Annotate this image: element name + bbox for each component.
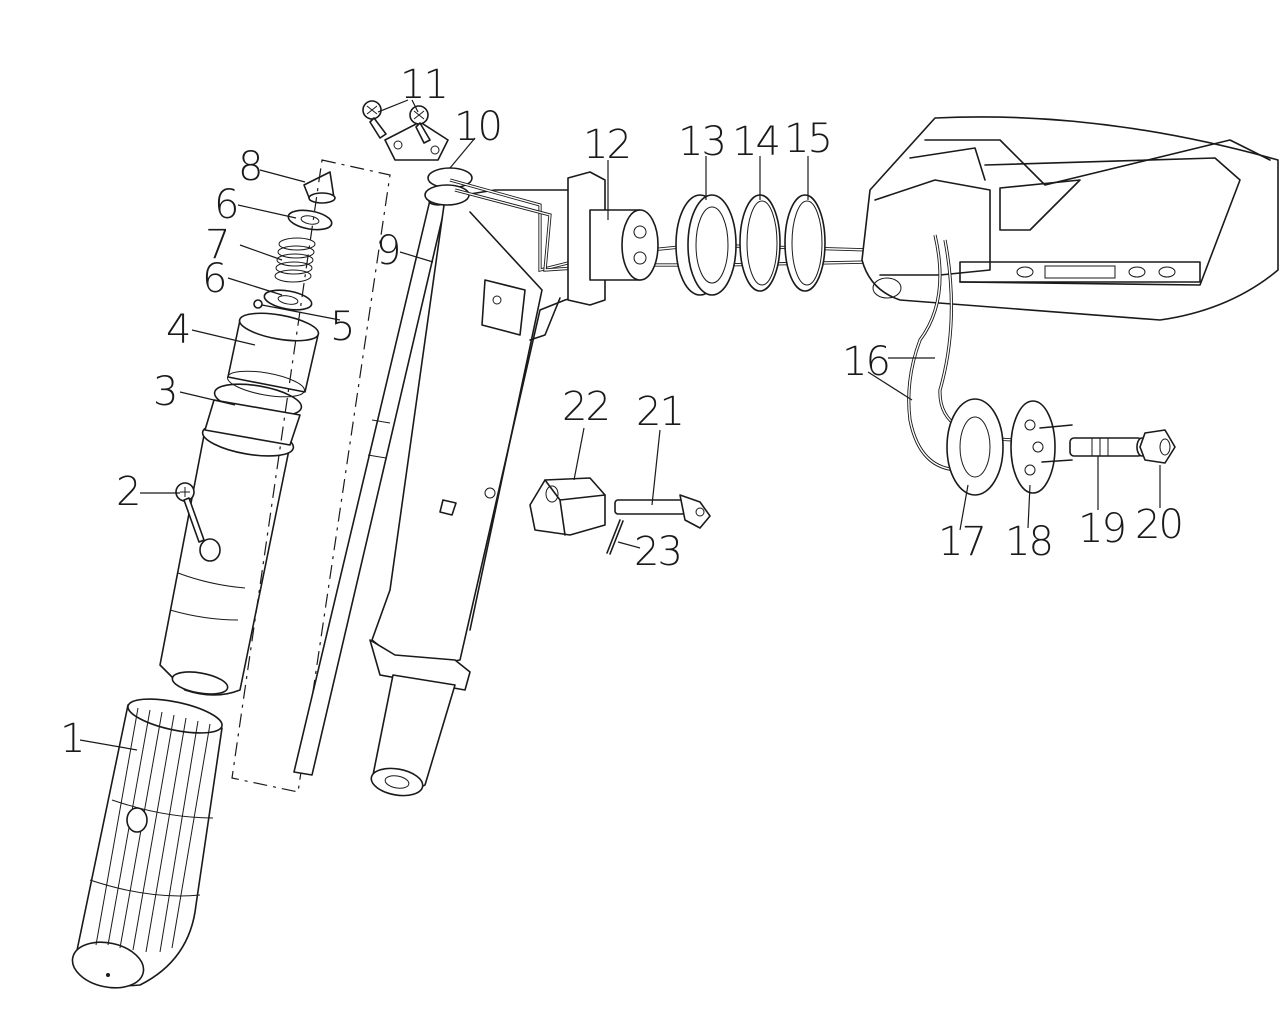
part-body-frame: [369, 189, 601, 797]
part-20-nut: [1139, 429, 1176, 464]
callout-20: 20: [1135, 502, 1182, 548]
callout-1: 1: [60, 716, 83, 762]
part-handle: [861, 116, 1279, 321]
part-15-seal: [784, 194, 826, 292]
callout-9: 9: [376, 228, 399, 274]
callout-22: 22: [562, 384, 609, 430]
callout-11: 11: [400, 62, 447, 108]
part-22-block: [529, 477, 606, 536]
part-17-grommet: [946, 398, 1004, 496]
part-7-spring: [274, 237, 316, 283]
leader-lines: [79, 99, 1161, 751]
callout-8: 8: [238, 144, 261, 190]
callout-19: 19: [1078, 506, 1125, 552]
part-1-grip-sleeve: [71, 698, 223, 989]
callout-12: 12: [583, 122, 630, 168]
part-3-tube-housing: [159, 383, 303, 696]
callout-23: 23: [634, 529, 681, 575]
part-19-pin: [1069, 437, 1148, 457]
callout-6-lower: 6: [202, 256, 225, 302]
callout-10: 10: [454, 104, 501, 150]
callout-17: 17: [938, 519, 985, 565]
part-10-bracket: [384, 121, 473, 206]
callout-13: 13: [678, 119, 725, 165]
callout-18: 18: [1005, 519, 1052, 565]
part-8-pin: [303, 171, 336, 204]
callout-labels: 1 2 3 4 5 6 6 7 8 9 10 11 12 13 14 15 16…: [60, 62, 1184, 762]
callout-14: 14: [732, 119, 779, 165]
part-11-screws: [362, 100, 431, 144]
callout-6-upper: 6: [214, 182, 237, 228]
part-23-cotter-pin: [606, 519, 624, 555]
callout-2: 2: [116, 469, 139, 515]
callout-3: 3: [153, 369, 176, 415]
callout-5: 5: [330, 304, 353, 350]
callout-4: 4: [166, 307, 189, 353]
callout-15: 15: [784, 116, 831, 162]
part-18-plate: [1010, 400, 1073, 494]
part-21-pin: [614, 494, 711, 529]
part-12-bushing: [567, 171, 659, 306]
callout-16: 16: [842, 339, 889, 385]
part-6-washer-lower: [263, 289, 313, 311]
part-14-seal: [739, 194, 781, 292]
part-5-ball: [253, 299, 263, 309]
part-4-sleeve: [227, 312, 320, 398]
callout-21: 21: [636, 389, 683, 435]
part-6-washer-upper: [287, 209, 333, 231]
part-2-screw: [175, 482, 205, 543]
callout-7: 7: [205, 222, 228, 268]
part-13-ring: [675, 194, 737, 296]
